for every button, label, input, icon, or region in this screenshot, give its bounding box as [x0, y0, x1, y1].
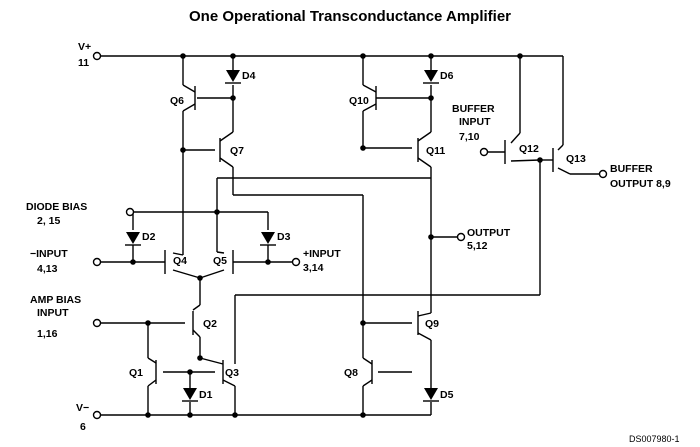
label-q11: Q11 [426, 145, 445, 157]
label-vplus-pin: 11 [78, 57, 89, 69]
component-labels: Q1 Q2 Q3 Q4 Q5 Q6 Q7 Q8 Q9 Q10 Q11 Q12 Q… [129, 70, 586, 401]
label-neg-input: −INPUT [30, 248, 68, 260]
diode-d5 [423, 388, 439, 402]
label-d5: D5 [440, 389, 454, 401]
label-diode-bias-pins: 2, 15 [37, 215, 61, 227]
terminal-amp-bias [92, 318, 102, 328]
terminal-buffer-input [479, 147, 489, 157]
label-q9: Q9 [425, 318, 439, 330]
label-neg-input-pins: 4,13 [37, 263, 58, 275]
label-pos-input-pins: 3,14 [303, 262, 324, 274]
label-q12: Q12 [519, 143, 539, 155]
diode-d2 [125, 232, 141, 246]
label-buffer-input-1: BUFFER [452, 103, 495, 115]
label-vminus: V− [76, 402, 89, 414]
label-q10: Q10 [349, 95, 369, 107]
label-q13: Q13 [566, 153, 586, 165]
terminal-diode-bias [125, 207, 135, 217]
label-q7: Q7 [230, 145, 244, 157]
transistors [155, 86, 554, 384]
junction-dots [130, 53, 543, 418]
label-pos-input: +INPUT [303, 248, 341, 260]
terminals [92, 51, 608, 420]
label-vminus-pin: 6 [80, 421, 86, 433]
diode-d3 [260, 232, 276, 246]
label-buffer-output-2: OUTPUT 8,9 [610, 178, 671, 190]
label-diode-bias: DIODE BIAS [26, 201, 87, 213]
diode-d4 [225, 70, 241, 84]
terminal-neg-input [92, 257, 102, 267]
label-d1: D1 [199, 389, 213, 401]
label-d3: D3 [277, 231, 291, 243]
terminal-output [456, 232, 466, 242]
terminal-vplus [92, 51, 102, 61]
label-q2: Q2 [203, 318, 217, 330]
terminal-vminus [92, 410, 102, 420]
label-amp-bias-1: AMP BIAS [30, 294, 81, 306]
label-d6: D6 [440, 70, 454, 82]
diodes [125, 70, 439, 402]
label-amp-bias-pins: 1,16 [37, 328, 58, 340]
figure-id: DS007980-1 [629, 434, 680, 444]
label-buffer-input-pins: 7,10 [459, 131, 480, 143]
label-q3: Q3 [225, 367, 239, 379]
label-buffer-output-1: BUFFER [610, 163, 653, 175]
terminal-buffer-output [598, 169, 608, 179]
label-q8: Q8 [344, 367, 358, 379]
label-d4: D4 [242, 70, 256, 82]
label-q6: Q6 [170, 95, 184, 107]
label-buffer-input-2: INPUT [459, 116, 491, 128]
diode-d6 [423, 70, 439, 84]
terminal-pos-input [291, 257, 301, 267]
pin-labels: V+ 11 V− 6 DIODE BIAS 2, 15 −INPUT 4,13 … [26, 41, 671, 433]
label-q4: Q4 [173, 255, 187, 267]
label-d2: D2 [142, 231, 156, 243]
label-output: OUTPUT [467, 227, 511, 239]
label-amp-bias-2: INPUT [37, 307, 69, 319]
diode-d1 [182, 388, 198, 402]
wires [97, 55, 600, 416]
label-q1: Q1 [129, 367, 143, 379]
label-vplus: V+ [78, 41, 91, 53]
label-q5: Q5 [213, 255, 227, 267]
label-output-pins: 5,12 [467, 240, 488, 252]
diagram-title: One Operational Transconductance Amplifi… [188, 8, 512, 25]
